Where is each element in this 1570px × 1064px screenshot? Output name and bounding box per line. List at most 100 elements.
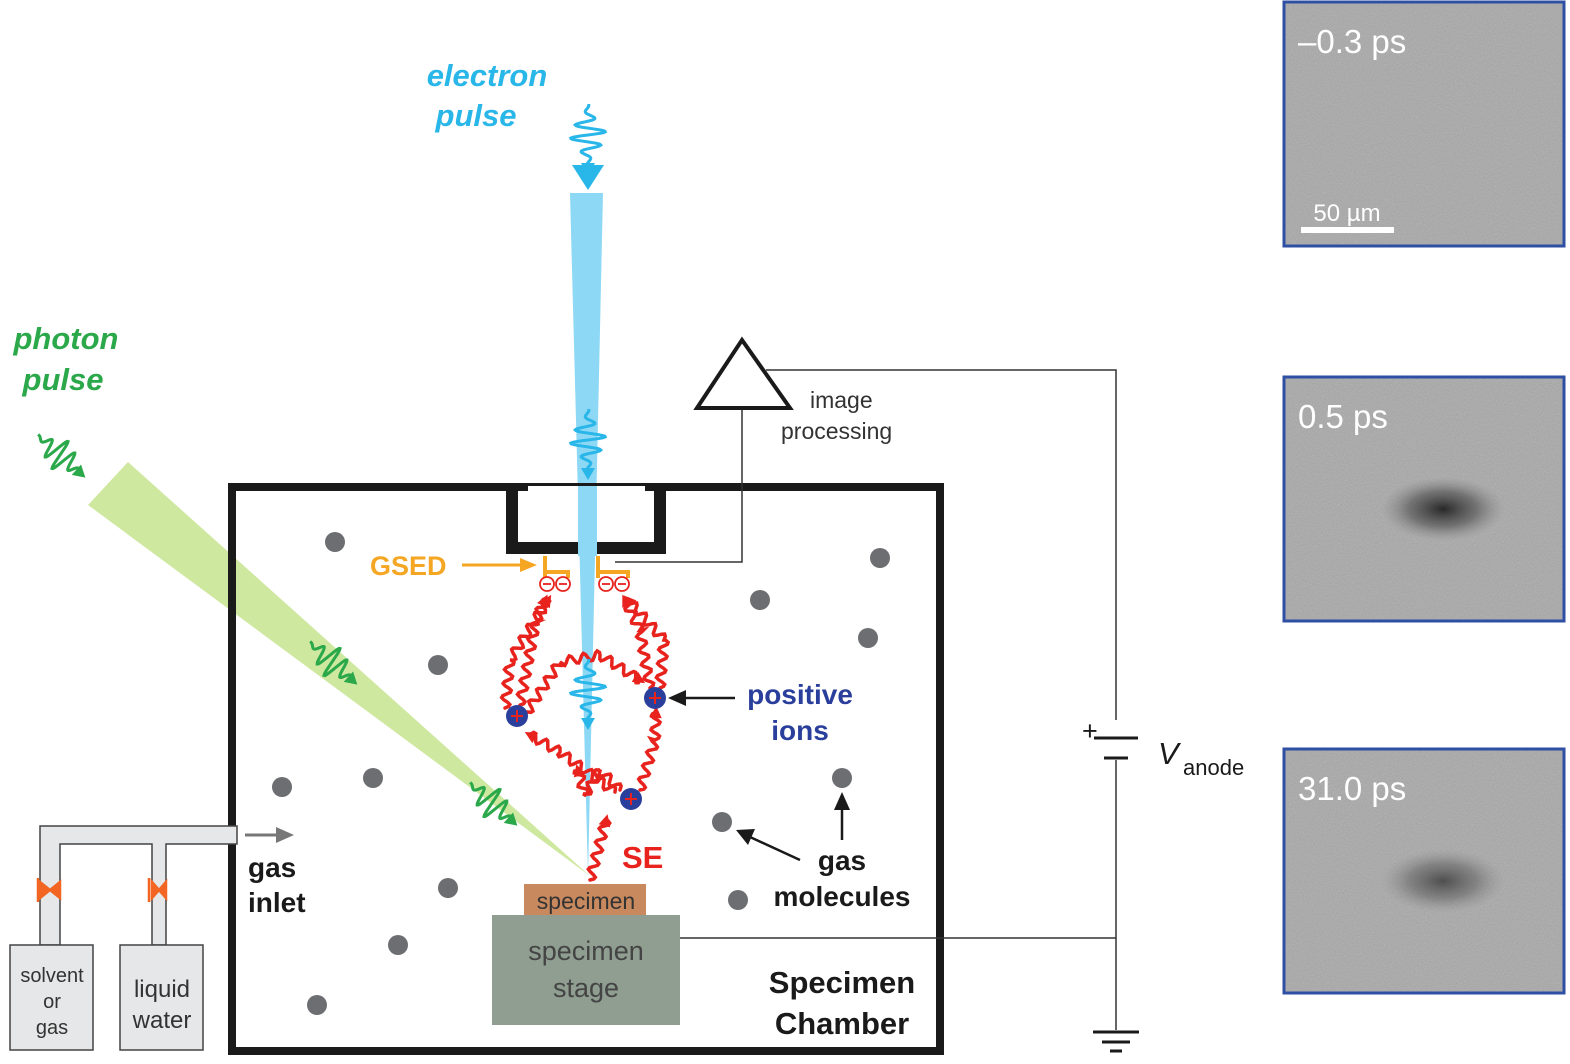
v-anode-subscript: anode — [1183, 755, 1244, 780]
valve-left — [36, 878, 62, 902]
gas-molecule — [363, 768, 383, 788]
specimen-label: specimen — [537, 888, 635, 914]
photon-pulse-label: pulse — [22, 362, 104, 397]
electron-charge — [555, 576, 571, 592]
electron-charge — [539, 576, 555, 592]
gas-inlet-label: gas — [248, 852, 296, 883]
secondary-electron-path — [636, 710, 663, 792]
photon-wave-packet — [469, 781, 515, 825]
electron-packet-arrowhead — [581, 468, 595, 480]
secondary-electron-path — [528, 730, 618, 794]
micrograph-time-label: 31.0 ps — [1298, 770, 1406, 807]
photon-wave-packet — [309, 640, 355, 684]
pump-induced-contrast-spot — [1381, 849, 1505, 913]
gas-pointer-line-a — [749, 835, 801, 862]
gas-molecule — [832, 768, 852, 788]
positive-ion — [644, 687, 666, 709]
scale-bar — [1301, 227, 1394, 233]
solvent-bottle-label: or — [43, 991, 61, 1013]
amplifier-triangle — [693, 336, 794, 410]
specimen-chamber-label: Specimen — [769, 965, 915, 1000]
photon-beam — [88, 462, 590, 876]
electron-packet-arrowheads — [581, 163, 595, 730]
electron-beam-through-housing — [578, 486, 597, 556]
secondary-electron-path — [623, 600, 671, 690]
electron-packet-arrowhead — [581, 718, 595, 730]
collected-electrons — [539, 576, 630, 592]
pump-induced-contrast-spot — [1381, 477, 1505, 541]
gas-molecules-label: molecules — [774, 881, 911, 912]
photon-packet-arrowhead — [503, 812, 518, 826]
gsed-pointer-arrowhead — [520, 558, 537, 572]
gsed-label: GSED — [370, 551, 447, 581]
gas-molecules-label: gas — [818, 845, 866, 876]
photon-pulse-label: photon — [12, 321, 118, 356]
solvent-bottle — [9, 944, 94, 1051]
secondary-electron-paths — [499, 597, 671, 882]
positive-ions-label: ions — [771, 715, 829, 746]
gas-molecule — [325, 532, 345, 552]
electron-charge — [614, 576, 630, 592]
gas-molecule — [388, 935, 408, 955]
micrograph-frame — [1282, 0, 1566, 248]
electron-wave-packet — [568, 103, 608, 167]
micrograph-panel: 0.5 ps — [1282, 375, 1566, 623]
gas-molecule — [428, 655, 448, 675]
electron-packet-arrowhead — [581, 163, 595, 175]
specimen-block — [524, 884, 646, 915]
photon-wave-packet — [37, 433, 83, 477]
positive-ions-label: positive — [747, 679, 853, 710]
secondary-electron-path — [499, 598, 552, 710]
specimen-stage-label: specimen — [528, 936, 644, 966]
photon-wave-packets — [37, 433, 518, 826]
bias-wire — [766, 369, 1117, 720]
liquid-water-bottle-label: liquid — [134, 976, 190, 1003]
gsed-electrode-right — [596, 556, 630, 578]
valve-right — [147, 878, 168, 902]
ions-pointer-arrowhead — [668, 690, 686, 706]
gsed-electrode-left — [543, 556, 570, 578]
photon-packet-arrowhead — [343, 671, 358, 685]
se-label: SE — [622, 840, 663, 875]
electron-pulse-label: electron — [427, 58, 548, 93]
image-processing-label: image — [810, 387, 873, 413]
gas-molecule — [870, 548, 890, 568]
specimen-stage-label: stage — [553, 973, 619, 1003]
liquid-water-bottle-label: water — [132, 1007, 192, 1034]
secondary-electron-arrowhead — [573, 764, 586, 778]
secondary-electron-arrowhead — [598, 814, 611, 828]
positive-ion — [506, 705, 528, 727]
micrograph-panel: 31.0 ps — [1282, 747, 1566, 995]
secondary-electron-arrowhead — [539, 594, 552, 609]
scale-bar-label: 50 µm — [1313, 200, 1380, 227]
micrograph-frame — [1282, 747, 1566, 995]
micrograph-time-label: –0.3 ps — [1298, 23, 1406, 60]
gas-inlet-pipe — [39, 825, 238, 946]
liquid-water-bottle — [119, 944, 204, 1051]
photon-packet-arrowhead — [71, 464, 86, 478]
image-processing-label: processing — [781, 418, 892, 444]
micrograph-time-label: 0.5 ps — [1298, 398, 1388, 435]
gas-molecule — [712, 812, 732, 832]
gas-molecule — [307, 995, 327, 1015]
solvent-bottle-label: solvent — [20, 965, 84, 987]
gas-molecule — [858, 628, 878, 648]
solvent-bottle-label: gas — [36, 1017, 68, 1039]
electron-wave-packets — [568, 103, 608, 730]
electron-pulse-label: pulse — [435, 98, 517, 133]
micrograph-frame — [1282, 375, 1566, 623]
gas-inlet-arrowhead — [276, 827, 294, 843]
electron-charge — [598, 576, 614, 592]
secondary-electron-arrowhead — [623, 595, 637, 609]
secondary-electron-arrowhead — [631, 671, 646, 684]
electron-beam-arrowhead — [572, 165, 604, 190]
micrograph-panels: –0.3 ps 50 µm 0.5 ps 31.0 ps — [1282, 0, 1566, 995]
gas-molecule — [750, 590, 770, 610]
secondary-electron-arrowheads — [524, 594, 662, 828]
electron-wave-packet — [568, 408, 608, 472]
v-anode-label: V — [1158, 736, 1182, 771]
gas-molecule — [728, 890, 748, 910]
specimen-stage — [492, 915, 680, 1025]
detector-signal-wire — [615, 410, 743, 563]
